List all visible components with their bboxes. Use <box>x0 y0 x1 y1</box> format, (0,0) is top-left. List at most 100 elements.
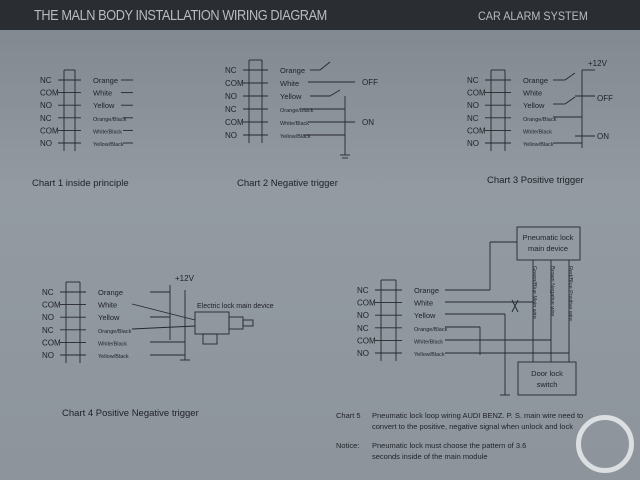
chart5-pin-label: COM <box>357 336 376 345</box>
header-bar: THE MALN BODY INSTALLATION WIRING DIAGRA… <box>0 0 640 30</box>
chart4-pin-label: NC <box>42 326 54 335</box>
chart5-wire-color: Orange/Black <box>414 327 448 333</box>
chart1-wire-color: Orange <box>93 76 118 85</box>
chart1-wire-color: Orange/Black <box>93 117 127 123</box>
chart4-device-label: Electric lock main device <box>197 303 274 310</box>
chart3-wire-color: Yellow <box>523 101 545 110</box>
chart4-wire-color: White/Black <box>98 341 127 347</box>
chart1-pin-label: COM <box>40 126 59 135</box>
chart4-wire-color: Orange <box>98 288 123 297</box>
watermark-logo <box>576 415 634 473</box>
chart5-caption-line1: Pneumatic lock loop wiring AUDI BENZ. P.… <box>372 411 583 420</box>
chart3-pin-label: COM <box>467 89 486 98</box>
chart1-caption: Chart 1 inside principle <box>32 178 129 189</box>
chart5-wire-color: White <box>414 299 433 308</box>
chart3-pin-label: NO <box>467 139 479 148</box>
chart2-pin-label: NO <box>225 92 237 101</box>
wire <box>131 303 196 321</box>
chart5-caption-line2: convert to the positive, negative signal… <box>372 422 573 431</box>
chart3-wire-color: Orange/Black <box>523 117 557 123</box>
chart2-caption: Chart 2 Negative trigger <box>237 178 338 189</box>
chart5-pin-label: NC <box>357 324 369 333</box>
chart2-pin-label: NC <box>225 105 237 114</box>
header-system: CAR ALARM SYSTEM <box>478 9 588 23</box>
chart1-pin-label: NC <box>40 114 52 123</box>
switch-icon <box>329 89 341 97</box>
chart2-wire-color: Orange/Black <box>280 108 314 114</box>
notice-line2: seconds inside of the main module <box>372 452 488 461</box>
chart3-pin-label: COM <box>467 126 486 135</box>
chart3-caption: Chart 3 Positive trigger <box>487 175 584 186</box>
chart3-pin-label: NC <box>467 114 479 123</box>
chart4-wire-color: Yellow/Black <box>98 354 129 360</box>
chart5-pin-label: NO <box>357 311 369 320</box>
chart3-wire-color: Orange <box>523 76 548 85</box>
chart4-caption: Chart 4 Positive Negative trigger <box>62 408 199 419</box>
chart2-wire-color: Orange <box>280 66 305 75</box>
door-lock-switch-box <box>517 361 577 396</box>
chart5-pin-label: NC <box>357 286 369 295</box>
pneumatic-lock-box <box>516 226 581 261</box>
wire-label-positive: Red/Blue Positive wire <box>567 266 573 321</box>
notice-label: Notice: <box>336 441 359 450</box>
electric-lock-device <box>194 311 230 335</box>
chart4-wire-color: Yellow <box>98 313 120 322</box>
chart4-12v: +12V <box>175 274 195 283</box>
chart4-pin-label: NO <box>42 313 54 322</box>
chart2-pin-label: NC <box>225 66 237 75</box>
chart3-wire-color: White <box>523 89 542 98</box>
chart2-wire-color: White/Black <box>280 121 309 127</box>
chart3-pin-label: NC <box>467 76 479 85</box>
chart4-pin-label: NC <box>42 288 54 297</box>
chart2-pin-label: NO <box>225 131 237 140</box>
chart3-pin-label: NO <box>467 101 479 110</box>
chart5-wire-color: White/Black <box>414 339 443 345</box>
chart5-caption-label: Chart 5 <box>336 411 361 420</box>
chart4-wire-color: Orange/Black <box>98 329 132 335</box>
lock-connector <box>202 333 218 345</box>
switch-icon <box>319 61 331 71</box>
chart3-12v: +12V <box>588 59 608 68</box>
cut-scissors-icon <box>511 299 519 313</box>
notice-line1: Pneumatic lock must choose the pattern o… <box>372 441 526 450</box>
chart3-on: ON <box>597 132 609 141</box>
chart3-off: OFF <box>597 94 613 103</box>
chart1-wire-color: White <box>93 89 112 98</box>
switch-icon <box>564 96 576 105</box>
chart4-pin-label: NO <box>42 351 54 360</box>
door-box-line1: Door lock <box>531 369 563 378</box>
chart4-wire-color: White <box>98 301 117 310</box>
chart1-wire-color: Yellow/Black <box>93 142 124 148</box>
chart5-wire-color: Orange <box>414 286 439 295</box>
wire-label-negative: Brown Negative wire <box>549 266 555 316</box>
header-title: THE MALN BODY INSTALLATION WIRING DIAGRA… <box>34 7 327 24</box>
switch-icon <box>564 72 576 81</box>
chart2-wire-color: Yellow <box>280 92 302 101</box>
chart1-wire-color: Yellow <box>93 101 115 110</box>
chart1-pin-label: NO <box>40 101 52 110</box>
pneumatic-box-line1: Pneumatic lock <box>523 233 574 242</box>
chart2-on: ON <box>362 118 374 127</box>
chart5-wire-color: Yellow/Black <box>414 352 445 358</box>
chart2-pin-label: COM <box>225 79 244 88</box>
lock-actuator-tip <box>242 319 254 327</box>
wire-label-main: Green/Blue Main wire <box>531 266 537 319</box>
chart2-wire-color: Yellow/Black <box>280 134 311 140</box>
chart5-wire-color: Yellow <box>414 311 436 320</box>
chart1-wire-color: White/Black <box>93 129 122 135</box>
chart1-pin-label: NC <box>40 76 52 85</box>
door-box-line2: switch <box>537 380 558 389</box>
chart1-pin-label: COM <box>40 89 59 98</box>
chart5-pin-label: NO <box>357 349 369 358</box>
chart4-pin-label: COM <box>42 301 61 310</box>
chart2-pin-label: COM <box>225 118 244 127</box>
chart2-off: OFF <box>362 78 378 87</box>
chart2-wire-color: White <box>280 79 299 88</box>
chart3-wire-color: Yellow/Black <box>523 142 554 148</box>
chart4-pin-label: COM <box>42 338 61 347</box>
lock-actuator-shaft <box>228 316 244 330</box>
chart1-pin-label: NO <box>40 139 52 148</box>
wire <box>131 325 196 330</box>
